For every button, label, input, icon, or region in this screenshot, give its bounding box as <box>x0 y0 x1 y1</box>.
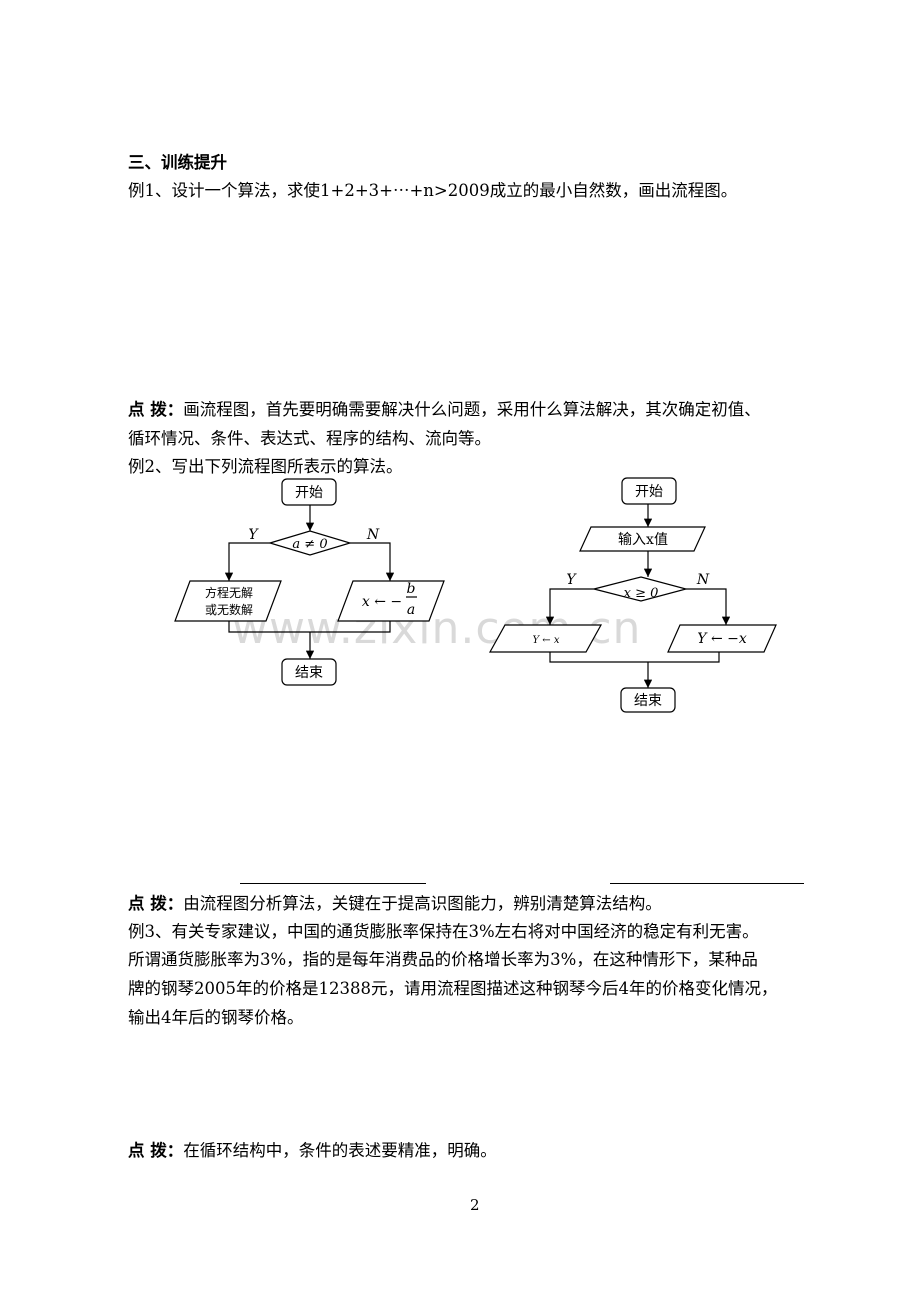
process-node-y-x <box>488 624 603 653</box>
fraction-denominator: a <box>407 602 415 618</box>
y-gets-neg-x-label: Y ← −x <box>697 631 747 647</box>
start-node <box>281 478 337 506</box>
example-2-text: 例2、写出下列流程图所表示的算法。 <box>128 457 403 476</box>
tip-label: 点 拨： <box>128 894 184 913</box>
input-node <box>579 526 706 552</box>
end-label: 结束 <box>634 693 662 709</box>
example-1-text: 例1、设计一个算法，求使1+2+3+⋯+n>2009成立的最小自然数，画出流程图… <box>128 181 738 200</box>
tip-2-text: 由流程图分析算法，关键在于提高识图能力，辨别清楚算法结构。 <box>183 894 662 913</box>
end-label: 结束 <box>295 665 323 681</box>
answer-line-left <box>240 883 426 884</box>
no-label: N <box>696 572 710 588</box>
start-node <box>621 477 677 505</box>
process-node-assign-x <box>337 580 445 622</box>
process-node-y-neg-x <box>667 624 777 653</box>
end-node <box>281 658 337 686</box>
example-3-line-3: 牌的钢琴2005年的价格是12388元，请用流程图描述这种钢琴今后4年的价格变化… <box>128 979 778 998</box>
start-label: 开始 <box>295 485 323 501</box>
flowcharts: 开始 a ≠ 0 Y N 方程无解 或无数解 x ← − b a 结束 开始 输… <box>174 477 777 713</box>
fraction-numerator: b <box>407 581 416 597</box>
section-title: 三、训练提升 <box>128 153 227 172</box>
assign-x-label: x ← − <box>362 594 402 610</box>
process-node-no-solution <box>174 580 282 622</box>
tip-3: 点 拨：在循环结构中，条件的表述要精准，明确。 <box>128 1141 497 1161</box>
start-label: 开始 <box>635 484 663 500</box>
y-gets-x-label: Y ← x <box>533 635 560 646</box>
example-3-line-4: 输出4年后的钢琴价格。 <box>128 1008 304 1027</box>
condition-label: x ≥ 0 <box>624 586 659 601</box>
tip-label: 点 拨： <box>128 1141 184 1160</box>
flowchart-left <box>174 478 445 686</box>
no-label: N <box>366 527 380 543</box>
yes-label: Y <box>248 527 259 543</box>
tip-1-line-1: 点 拨：画流程图，首先要明确需要解决什么问题，采用什么算法解决，其次确定初值、 <box>128 400 761 420</box>
tip-label: 点 拨： <box>128 400 184 419</box>
tip-1-line-2: 循环情况、条件、表达式、程序的结构、流向等。 <box>128 429 491 448</box>
no-solution-line-2: 或无数解 <box>205 602 253 617</box>
tip-2: 点 拨：由流程图分析算法，关键在于提高识图能力，辨别清楚算法结构。 <box>128 894 662 914</box>
page-number: 2 <box>470 1196 480 1214</box>
answer-line-right <box>610 883 804 884</box>
tip-3-text: 在循环结构中，条件的表述要精准，明确。 <box>183 1141 497 1160</box>
end-node <box>620 687 676 713</box>
example-3-line-1: 例3、有关专家建议，中国的通货膨胀率保持在3%左右将对中国经济的稳定有利无害。 <box>128 922 759 941</box>
condition-label: a ≠ 0 <box>292 537 327 552</box>
yes-label: Y <box>566 572 577 588</box>
no-solution-line-1: 方程无解 <box>205 585 253 600</box>
tip-1-text: 画流程图，首先要明确需要解决什么问题，采用什么算法解决，其次确定初值、 <box>183 400 761 419</box>
input-label: 输入x值 <box>618 532 668 548</box>
example-3-line-2: 所谓通货膨胀率为3%，指的是每年消费品的价格增长率为3%，在这种情形下，某种品 <box>128 950 758 969</box>
flowchart-right <box>488 477 777 713</box>
